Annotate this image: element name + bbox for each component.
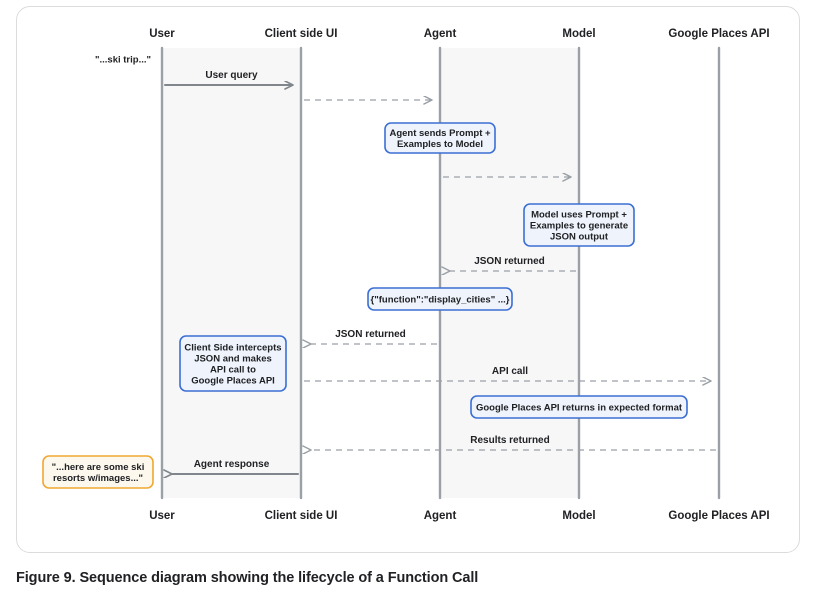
note-note-json-payload: {"function":"display_cities" ...} [367,287,513,311]
note-box-note-client-intercept [179,335,287,392]
note-callout-user-query: "...ski trip..." [95,55,151,66]
activation-band-user-client [162,48,301,498]
participant-labels-top: User Client side UI Agent Model Google Place… [149,28,769,40]
message-label-m8: Agent response [194,459,270,470]
note-line-note-agent-prompt-0: Agent sends Prompt + [389,128,491,139]
participant-label-top-user: User [149,28,175,40]
note-line-note-client-intercept-2: API call to [210,365,256,376]
notes: Agent sends Prompt +Examples to ModelMod… [42,55,688,489]
participant-label-top-agent: Agent [424,28,457,40]
note-line-callout-user-query-0: "...ski trip..." [95,55,151,66]
note-line-note-client-intercept-0: Client Side intercepts [184,343,281,354]
message-label-m6: API call [492,366,528,377]
figure-caption: Figure 9. Sequence diagram showing the l… [16,570,479,586]
participant-label-bottom-places: Google Places API [668,510,769,522]
note-line-note-client-intercept-3: Google Places API [191,376,275,387]
note-box-callout-user-response [42,455,154,489]
note-box-note-model-json [523,203,635,247]
note-line-note-json-payload-0: {"function":"display_cities" ...} [371,295,510,306]
note-line-note-places-format-0: Google Places API returns in expected fo… [476,403,683,414]
note-line-callout-user-response-1: resorts w/images..." [53,473,143,484]
note-note-model-json: Model uses Prompt +Examples to generateJ… [523,203,635,247]
note-line-callout-user-response-0: "...here are some ski [52,462,145,473]
message-label-m1: User query [205,70,258,81]
note-line-note-model-json-2: JSON output [550,232,609,243]
message-label-m7: Results returned [470,435,549,446]
participant-label-top-client: Client side UI [265,28,338,40]
participant-label-bottom-agent: Agent [424,510,457,522]
participant-label-top-places: Google Places API [668,28,769,40]
message-label-m5: JSON returned [335,329,406,340]
activation-bands [162,48,579,498]
participant-label-top-model: Model [562,28,595,40]
message-label-m4: JSON returned [474,256,545,267]
note-note-places-format: Google Places API returns in expected fo… [470,395,688,419]
note-line-note-agent-prompt-1: Examples to Model [397,139,483,150]
note-line-note-model-json-1: Examples to generate [530,221,628,232]
note-box-note-agent-prompt [384,122,496,154]
note-box-note-places-format [470,395,688,419]
note-line-note-model-json-0: Model uses Prompt + [531,210,627,221]
participant-label-bottom-model: Model [562,510,595,522]
note-box-note-json-payload [367,287,513,311]
participant-label-bottom-user: User [149,510,175,522]
participant-label-bottom-client: Client side UI [265,510,338,522]
activation-band-agent-model [440,48,579,498]
note-note-agent-prompt: Agent sends Prompt +Examples to Model [384,122,496,154]
participant-labels-bottom: User Client side UI Agent Model Google Place… [149,510,769,522]
note-line-note-client-intercept-1: JSON and makes [194,354,272,365]
